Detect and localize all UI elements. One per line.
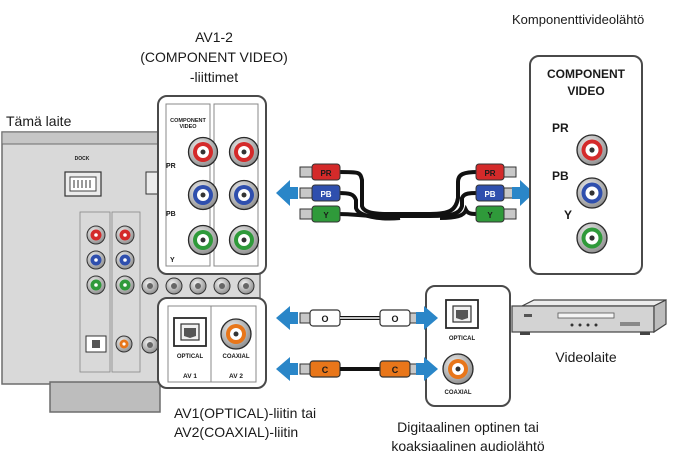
tag-pb-left: PB: [320, 190, 331, 199]
panel-pr-label: PR: [166, 163, 176, 170]
av12-subtitle: (COMPONENT VIDEO): [140, 49, 288, 65]
source-pb-jack: [576, 177, 608, 209]
component-pb-jack-av1: [187, 179, 219, 211]
coaxial-jack: [220, 318, 252, 350]
arrow-to-receiver-optical: [276, 306, 298, 330]
panel-y-label: Y: [170, 257, 175, 264]
tag-y-left: Y: [323, 211, 329, 220]
source-optical-label: OPTICAL: [449, 336, 476, 342]
av12-title: AV1-2: [195, 29, 233, 45]
component-y-jack-av1: [187, 224, 219, 256]
tag-optical-left: O: [321, 314, 328, 324]
tag-optical-right: O: [391, 314, 398, 324]
component-pr-jack-av2: [228, 136, 260, 168]
source-y-jack: [576, 222, 608, 254]
av-audio-panel: OPTICAL COAXIAL AV 1 AV 2: [157, 297, 267, 389]
panel-component-label: COMPONENT: [170, 118, 206, 124]
panel-av1-label: AV 1: [183, 373, 197, 380]
source-video-label: VIDEO: [567, 84, 604, 98]
component-output-panel: COMPONENT VIDEO PR PB Y: [529, 55, 643, 275]
panel-pb-label: PB: [166, 211, 176, 218]
digital-output-label-line1: Digitaalinen optinen tai: [397, 419, 539, 435]
arrow-to-source-optical: [416, 306, 438, 330]
source-y-label: Y: [564, 208, 572, 222]
source-coaxial-label: COAXIAL: [445, 390, 472, 396]
video-device-label: Videolaite: [555, 349, 616, 365]
av12-connectors-label: -liittimet: [190, 69, 238, 85]
panel-av2-label: AV 2: [229, 373, 243, 380]
digital-audio-output-panel: OPTICAL COAXIAL: [425, 285, 511, 407]
av12-component-panel: COMPONENT VIDEO PR PB Y: [157, 95, 267, 275]
panel-coaxial-label: COAXIAL: [223, 354, 250, 360]
source-component-label: COMPONENT: [547, 67, 626, 81]
arrow-to-receiver-component: [276, 180, 298, 206]
tag-pb-right: PB: [484, 190, 495, 199]
panel-video-label: VIDEO: [179, 124, 197, 130]
tag-coaxial-right: C: [392, 365, 399, 375]
tag-pr-right: PR: [484, 169, 495, 178]
source-pr-label: PR: [552, 121, 569, 135]
component-output-label: Komponenttivideolähtö: [512, 12, 644, 27]
tag-pr-left: PR: [320, 169, 331, 178]
video-device: [511, 299, 667, 335]
av-audio-label-line1: AV1(OPTICAL)-liitin tai: [174, 405, 316, 421]
component-pb-jack-av2: [228, 179, 260, 211]
source-pb-label: PB: [552, 169, 569, 183]
source-pr-jack: [576, 134, 608, 166]
component-y-jack-av2: [228, 224, 260, 256]
optical-jack: [173, 317, 207, 347]
component-video-cable: PR PB Y PR PB Y: [299, 163, 517, 223]
optical-cable: O O: [276, 306, 438, 330]
this-unit-label: Tämä laite: [6, 113, 72, 129]
component-pr-jack-av1: [187, 136, 219, 168]
coaxial-cable: C C: [276, 357, 438, 381]
source-coaxial-jack: [442, 353, 474, 385]
arrow-to-source-component: [512, 180, 534, 206]
av-audio-label-line2: AV2(COAXIAL)-liitin: [174, 424, 298, 440]
tag-y-right: Y: [487, 211, 493, 220]
arrow-to-receiver-coaxial: [276, 357, 298, 381]
tag-coaxial-left: C: [322, 365, 329, 375]
panel-optical-label: OPTICAL: [177, 354, 204, 360]
arrow-to-source-coaxial: [416, 357, 438, 381]
digital-output-label-line2: koaksiaalinen audiolähtö: [391, 438, 545, 454]
dock-label: DOCK: [75, 156, 90, 162]
source-optical-jack: [445, 299, 479, 329]
